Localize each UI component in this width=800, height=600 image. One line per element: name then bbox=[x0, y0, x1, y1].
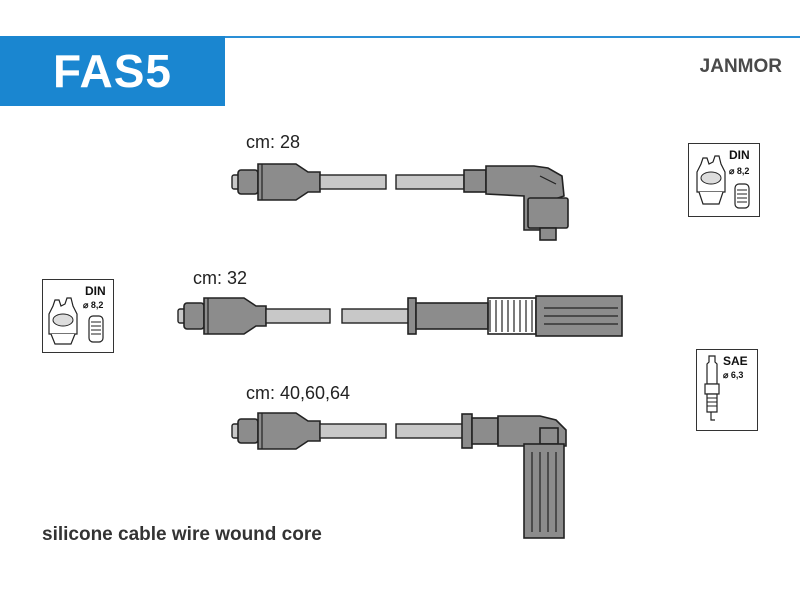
sae-reference-right: SAE ⌀ 6,3 bbox=[696, 349, 758, 431]
cable-3-wire-a bbox=[319, 423, 387, 439]
spark-plug-icon bbox=[704, 355, 720, 421]
cable-2-wire-a bbox=[265, 308, 331, 324]
sae-label: SAE bbox=[723, 354, 748, 368]
cable-3 bbox=[231, 412, 567, 539]
cable-3-plug-end bbox=[461, 413, 567, 539]
cable-3-coil-end bbox=[231, 412, 321, 450]
sae-diameter: ⌀ 6,3 bbox=[723, 370, 744, 380]
model-code: FAS5 bbox=[52, 45, 173, 97]
cable-3-length-label: cm: 40,60,64 bbox=[246, 383, 351, 403]
cable-2-length-label: cm: 32 bbox=[193, 268, 248, 288]
cable-2-wire-b bbox=[341, 308, 411, 324]
din-label-right: DIN bbox=[729, 148, 750, 162]
din-reference-left: DIN ⌀ 8,2 bbox=[42, 279, 114, 353]
cable-1-wire-a bbox=[319, 174, 387, 190]
cable-1-length-label: cm: 28 bbox=[246, 132, 301, 152]
distributor-cap-icon bbox=[696, 155, 750, 209]
brand-name: JANMOR bbox=[699, 56, 782, 77]
cable-2-coil-end bbox=[177, 297, 267, 335]
din-label-left: DIN bbox=[85, 284, 106, 298]
cable-1-plug-end bbox=[463, 165, 569, 241]
din-diameter-right: ⌀ 8,2 bbox=[729, 166, 750, 176]
header-rule bbox=[0, 36, 800, 38]
din-reference-right: DIN ⌀ 8,2 bbox=[688, 143, 760, 217]
cable-3-wire-b bbox=[395, 423, 465, 439]
distributor-cap-icon bbox=[48, 297, 104, 345]
din-diameter-left: ⌀ 8,2 bbox=[83, 300, 104, 310]
model-badge: FAS5 bbox=[0, 36, 225, 106]
cable-2-plug-end bbox=[407, 295, 623, 337]
cable-1 bbox=[231, 163, 569, 241]
footer-description: silicone cable wire wound core bbox=[42, 524, 322, 545]
cable-2 bbox=[177, 295, 623, 337]
cable-1-wire-b bbox=[395, 174, 465, 190]
cable-1-coil-end bbox=[231, 163, 321, 201]
